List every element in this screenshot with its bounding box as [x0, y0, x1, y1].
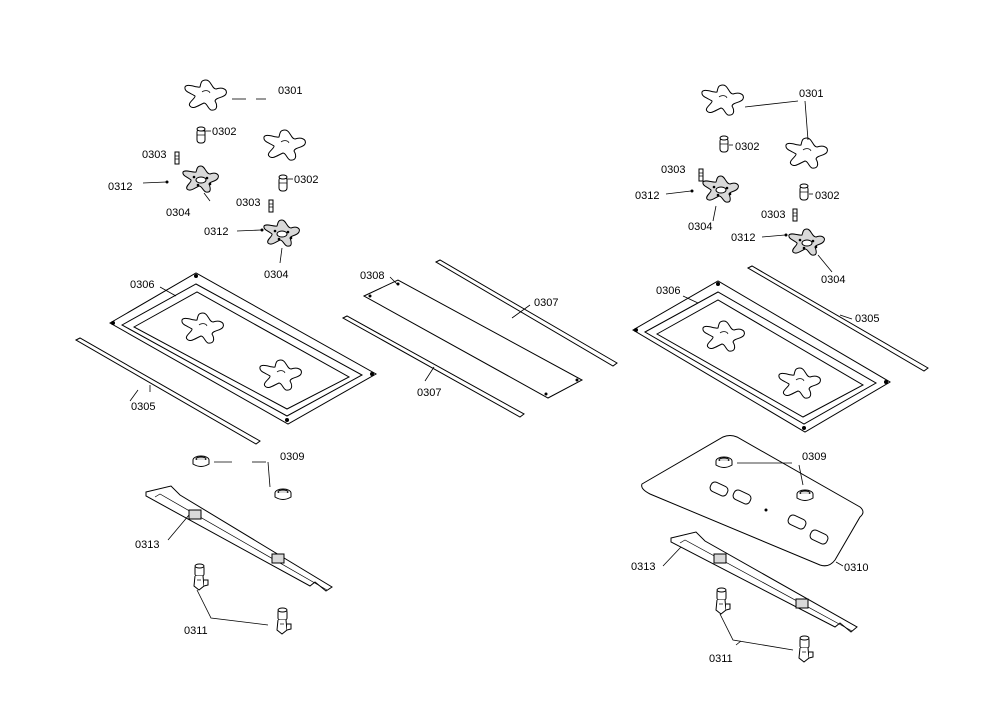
- left-valves: [193, 563, 292, 635]
- part-label: 0303: [142, 149, 166, 161]
- valve-icon: [715, 587, 731, 615]
- right-valves: [715, 587, 814, 663]
- part-label: 0309: [280, 451, 304, 463]
- grommet-icon: [796, 489, 814, 501]
- left-side-strip: [74, 337, 261, 445]
- burner-cap-icon: [263, 129, 306, 161]
- right-gas-rail: [662, 531, 858, 633]
- part-label: 0303: [761, 209, 785, 221]
- part-label: 0303: [661, 164, 685, 176]
- part-label: 0306: [130, 279, 154, 291]
- grommet-icon: [274, 488, 292, 500]
- part-label: 0305: [131, 401, 155, 413]
- injector-icon: [196, 126, 206, 144]
- left-burner-tray: [108, 272, 378, 425]
- burner-base-icon: [789, 229, 825, 255]
- right-side-strip: [746, 265, 929, 372]
- left-grommets: [192, 455, 292, 500]
- middle-cover-plate: [362, 279, 584, 399]
- part-label: 0307: [417, 387, 441, 399]
- left-burner-assembly: [142, 79, 306, 246]
- valve-icon: [193, 563, 209, 591]
- part-label: 0302: [735, 141, 759, 153]
- burner-cap-icon: [184, 79, 227, 111]
- part-label: 0304: [166, 207, 190, 219]
- injector-icon: [719, 135, 729, 153]
- left-gas-rail: [145, 485, 333, 592]
- part-label: 0302: [294, 174, 318, 186]
- injector-icon: [799, 183, 809, 201]
- part-label: 0309: [802, 451, 826, 463]
- part-labels: 0301 0302 0302 0303 0303 0312 0312 0304 …: [108, 85, 879, 665]
- part-label: 0307: [534, 297, 558, 309]
- part-label: 0311: [184, 625, 208, 637]
- middle-side-strip-lower: [341, 315, 525, 418]
- part-label: 0301: [278, 85, 302, 97]
- part-label: 0311: [709, 653, 733, 665]
- part-label: 0306: [656, 285, 680, 297]
- part-label: 0305: [855, 313, 879, 325]
- part-label: 0301: [799, 88, 823, 100]
- left-leaders: [129, 192, 531, 541]
- burner-cap-icon: [701, 84, 744, 116]
- part-label: 0312: [731, 232, 755, 244]
- grommet-icon: [715, 456, 733, 468]
- burner-base-icon: [264, 220, 300, 246]
- part-label: 0313: [631, 561, 655, 573]
- burner-base-icon: [183, 166, 219, 192]
- part-label: 0310: [844, 562, 868, 574]
- right-burner-tray: [632, 280, 891, 433]
- burner-cap-icon: [785, 137, 828, 169]
- part-label: 0308: [360, 270, 384, 282]
- spark-plug-icon: [698, 168, 704, 182]
- right-base-plate: [641, 435, 864, 567]
- part-label: 0313: [135, 539, 159, 551]
- part-label: 0303: [236, 197, 260, 209]
- grommet-icon: [192, 455, 210, 467]
- spark-plug-icon: [174, 151, 180, 165]
- part-label: 0302: [212, 126, 236, 138]
- right-leaders: [682, 295, 853, 567]
- part-label: 0304: [264, 269, 288, 281]
- burner-base-icon: [703, 176, 739, 202]
- spark-plug-icon: [792, 208, 798, 222]
- part-label: 0302: [815, 190, 839, 202]
- part-label: 0312: [204, 226, 228, 238]
- valve-icon: [798, 635, 814, 663]
- injector-icon: [278, 174, 288, 192]
- valve-icon: [276, 607, 292, 635]
- part-label: 0304: [688, 221, 712, 233]
- part-label: 0312: [635, 190, 659, 202]
- middle-side-strip-upper: [434, 259, 618, 367]
- spark-plug-icon: [268, 199, 274, 213]
- part-label: 0304: [821, 274, 845, 286]
- part-label: 0312: [108, 181, 132, 193]
- right-burner-assembly: [665, 84, 833, 273]
